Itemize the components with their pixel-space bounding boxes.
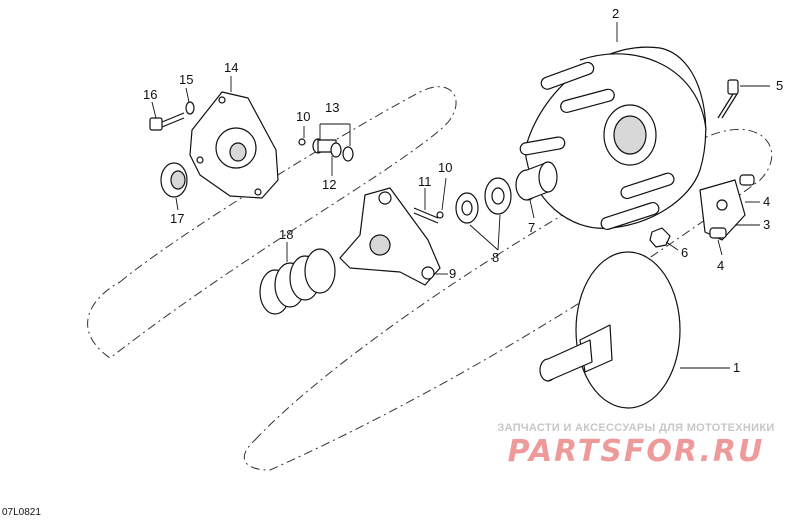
callout-12: 12 [322, 177, 336, 192]
callout-14: 14 [224, 60, 238, 75]
watermark: ЗАПЧАСТИ И АКСЕССУАРЫ ДЛЯ МОТОТЕХНИКИ PA… [486, 422, 786, 469]
callout-3: 3 [763, 217, 770, 232]
part-5-bolt [717, 79, 739, 119]
drive-belt-outline [87, 86, 457, 359]
callout-15: 15 [179, 72, 193, 87]
part-8-washers [455, 177, 512, 224]
part-15-washer [185, 101, 195, 115]
part-14-cover-plate [189, 91, 279, 199]
callout-8: 8 [492, 250, 499, 265]
part-7-bushing [515, 161, 558, 201]
leader-lines [151, 22, 770, 369]
callout-6: 6 [681, 245, 688, 260]
callout-5: 5 [776, 78, 783, 93]
part-12-13-bushings [312, 138, 354, 162]
callout-13: 13 [325, 100, 339, 115]
part-3-slider-assembly [699, 174, 755, 241]
callout-10a: 10 [296, 109, 310, 124]
part-6-nut [649, 227, 671, 248]
callout-17: 17 [170, 211, 184, 226]
callout-10b: 10 [438, 160, 452, 175]
part-9-spider [339, 187, 441, 286]
part-18-spring [259, 248, 336, 315]
callout-16: 16 [143, 87, 157, 102]
callout-2: 2 [612, 6, 619, 21]
callout-11: 11 [418, 174, 432, 189]
part-17-grommet [160, 162, 188, 198]
drive-belt-outline-lower [243, 128, 773, 471]
part-1-fixed-sheave [539, 251, 681, 409]
callout-4a: 4 [763, 194, 770, 209]
part-16-screw [149, 112, 185, 131]
callout-9: 9 [449, 266, 456, 281]
callout-4b: 4 [717, 258, 724, 273]
drawing-code: 07L0821 [2, 507, 41, 518]
watermark-logo: PARTSFOR.RU [507, 434, 765, 469]
part-2-cam-cover [519, 46, 707, 231]
callout-18: 18 [279, 227, 293, 242]
callout-7: 7 [528, 220, 535, 235]
part-10-11-pins [298, 138, 444, 224]
watermark-caption: ЗАПЧАСТИ И АКСЕССУАРЫ ДЛЯ МОТОТЕХНИКИ [497, 422, 775, 434]
callout-1: 1 [733, 360, 740, 375]
